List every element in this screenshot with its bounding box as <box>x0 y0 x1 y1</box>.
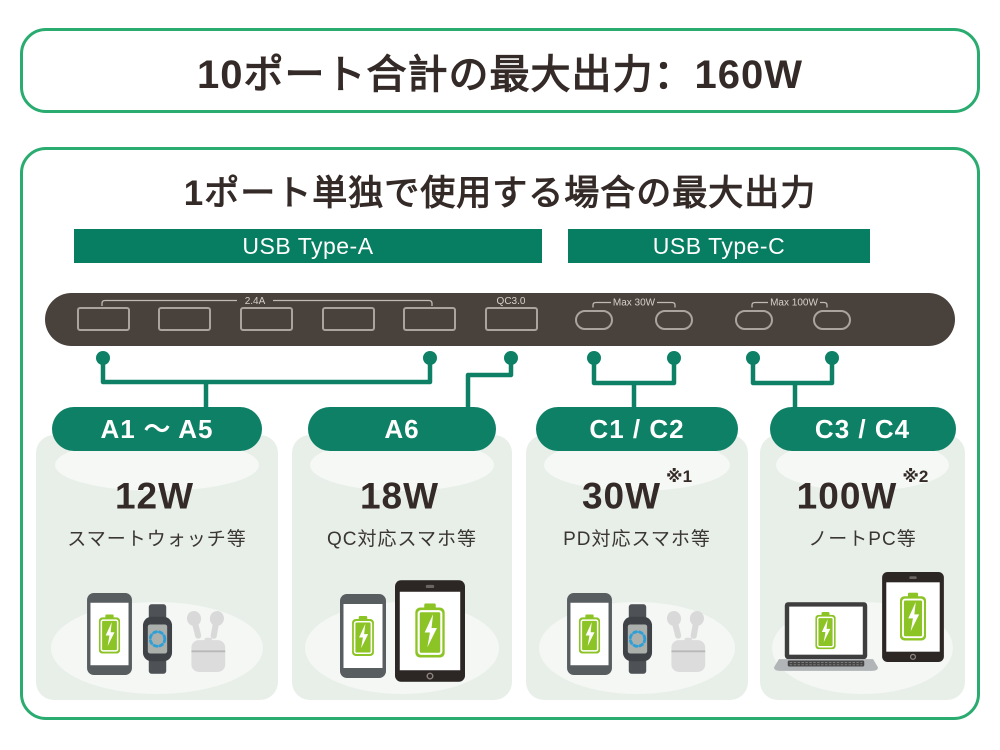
usb-type-a-bar: USB Type-A <box>74 229 542 263</box>
wattage-value: 30W※1 <box>526 467 748 517</box>
a-ports-amperage-label: 2.4A <box>245 296 266 307</box>
device-category-label: ノートPC等 <box>808 529 917 551</box>
smartwatch-icon <box>622 604 653 674</box>
laptop-icon <box>774 602 878 673</box>
wattage-number: 30W <box>581 475 662 517</box>
port-group-card-c3-c4: C3 / C4 100W※2 ノートPC等 <box>760 407 965 700</box>
total-output-banner: 10ポート合計の最大出力：160W <box>20 28 980 113</box>
earbuds-icon <box>183 610 228 672</box>
smartphone-icon <box>87 593 132 675</box>
usb-type-c-bar: USB Type-C <box>568 229 870 263</box>
usb-c-port-3 <box>735 310 773 330</box>
wattage-number: 100W <box>796 475 898 517</box>
device-category-label: スマートウォッチ等 <box>67 529 247 551</box>
wattage-number: 18W <box>359 475 440 517</box>
wattage-value: 18W <box>292 469 512 517</box>
wattage-note: ※2 <box>902 467 929 486</box>
c12-max-label: Max 30W <box>613 298 656 309</box>
device-category-label: QC対応スマホ等 <box>327 529 477 551</box>
device-icon-row <box>526 593 748 675</box>
tablet-icon <box>395 580 465 682</box>
strip-annotations: 2.4A QC3.0 Max 30W Max 100W <box>101 296 828 309</box>
device-icon-row <box>292 580 512 682</box>
qc-port-label: QC3.0 <box>497 296 526 307</box>
smartwatch-icon <box>142 604 173 674</box>
earbuds-icon <box>663 610 708 672</box>
port-range-badge: A6 <box>308 407 496 451</box>
usb-c-port-2 <box>655 310 693 330</box>
c34-max-label: Max 100W <box>770 298 818 309</box>
port-group-card-a1-a5: A1 ～ A5 12W スマートウォッチ等 <box>36 407 278 700</box>
wattage-note: ※1 <box>666 467 693 486</box>
smartphone-icon <box>340 594 386 678</box>
tablet-icon <box>882 572 944 662</box>
wattage-value: 12W <box>36 469 278 517</box>
device-icon-row <box>774 572 952 673</box>
wattage-number: 12W <box>114 475 195 517</box>
charger-strip: 2.4A QC3.0 Max 30W Max 100W <box>45 293 955 346</box>
usb-a-port-3 <box>240 307 293 331</box>
port-group-card-c1-c2: C1 / C2 30W※1 PD対応スマホ等 <box>526 407 748 700</box>
device-category-label: PD対応スマホ等 <box>563 529 711 551</box>
smartphone-icon <box>567 593 612 675</box>
port-range-badge: C1 / C2 <box>536 407 738 451</box>
usb-a-port-qc <box>485 307 538 331</box>
usb-c-port-1 <box>575 310 613 330</box>
port-range-badge: C3 / C4 <box>769 407 956 451</box>
usb-a-port-5 <box>403 307 456 331</box>
port-connector-lines <box>96 351 839 410</box>
usb-c-port-4 <box>813 310 851 330</box>
total-output-title: 10ポート合計の最大出力：160W <box>197 52 803 97</box>
usb-a-port-1 <box>77 307 130 331</box>
port-group-card-a6: A6 18W QC対応スマホ等 <box>292 407 512 700</box>
panel-title: 1ポート単独で使用する場合の最大出力 <box>183 174 817 213</box>
device-icon-row <box>36 593 278 675</box>
usb-a-port-4 <box>322 307 375 331</box>
wattage-value: 100W※2 <box>760 467 965 517</box>
usb-a-port-2 <box>158 307 211 331</box>
port-range-badge: A1 ～ A5 <box>52 407 262 451</box>
